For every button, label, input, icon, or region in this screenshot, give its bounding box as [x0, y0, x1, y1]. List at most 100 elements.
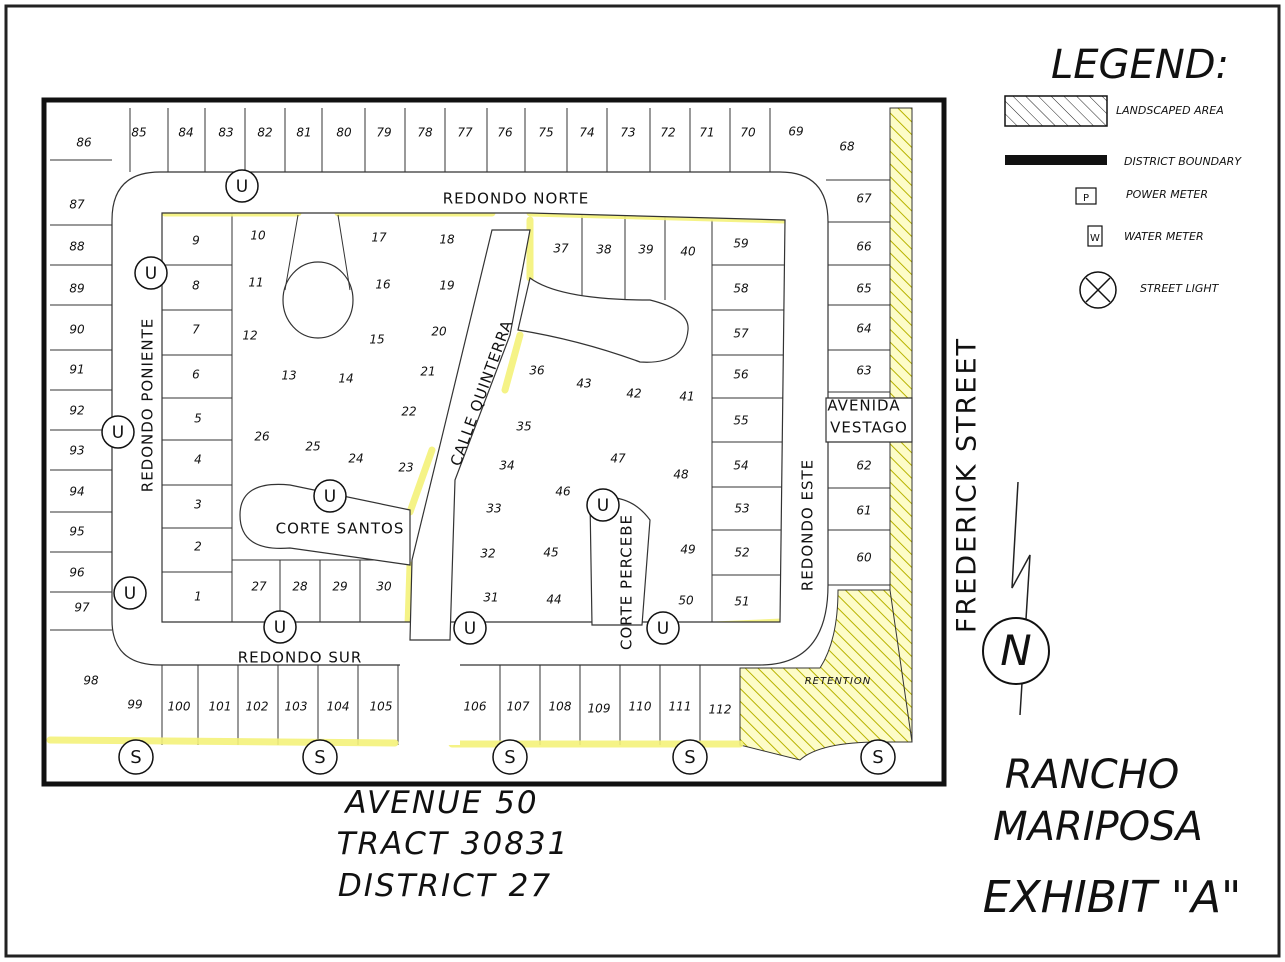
lot-number-10: 10: [250, 229, 266, 243]
street-redondo-este: REDONDO ESTE: [799, 459, 817, 591]
lot-number-64: 64: [856, 322, 871, 336]
utility-letter: U: [464, 619, 476, 639]
landscape-strip-east-north: [889, 107, 913, 399]
lot-number-13: 13: [281, 369, 296, 383]
north-circle: [982, 617, 1050, 685]
lot-number-37: 37: [553, 242, 569, 256]
lot-number-65: 65: [856, 282, 871, 296]
north-label: N: [1000, 626, 1031, 675]
lot-number-19: 19: [439, 279, 454, 293]
utility-symbol: U: [225, 169, 259, 203]
lot-number-92: 92: [69, 404, 84, 418]
title-line-1: RANCHO: [1005, 752, 1180, 798]
lot-number-46: 46: [555, 485, 571, 499]
lot-number-84: 84: [178, 126, 193, 140]
utility-symbol: U: [113, 576, 147, 610]
lot-number-27: 27: [251, 580, 267, 594]
lot-number-30: 30: [376, 580, 392, 594]
lot-number-88: 88: [69, 240, 85, 254]
utility-circle: [646, 611, 680, 645]
lot-number-25: 25: [305, 440, 320, 454]
lot-number-45: 45: [543, 546, 558, 560]
lot-number-63: 63: [856, 364, 871, 378]
lot-number-40: 40: [680, 245, 696, 259]
utility-circle: [586, 488, 620, 522]
utility-symbol: U: [263, 610, 297, 644]
north-loop-road: [517, 276, 689, 363]
south-gap: [400, 660, 460, 745]
lot-number-28: 28: [292, 580, 308, 594]
lot-number-29: 29: [332, 580, 347, 594]
title-line-3: EXHIBIT "A": [983, 872, 1242, 923]
lot-number-51: 51: [734, 595, 749, 609]
lot-number-6: 6: [192, 368, 200, 382]
lot-number-98: 98: [83, 674, 99, 688]
lot-number-58: 58: [733, 282, 749, 296]
lot-number-81: 81: [296, 126, 311, 140]
lot-number-85: 85: [131, 126, 146, 140]
lot-number-34: 34: [499, 459, 514, 473]
lot-number-109: 109: [588, 702, 611, 716]
utility-symbol: U: [101, 415, 135, 449]
street-corte-santos: CORTE SANTOS: [276, 520, 405, 538]
lot-number-90: 90: [69, 323, 85, 337]
legend-boundary-swatch: [1005, 155, 1107, 165]
retention-basin: [739, 589, 913, 761]
lot-number-4: 4: [194, 453, 202, 467]
highlight-11: [46, 736, 399, 747]
utility-letter: U: [124, 584, 136, 604]
lot-number-9: 9: [192, 234, 200, 248]
lot-number-22: 22: [401, 405, 416, 419]
utility-letter: U: [236, 177, 248, 197]
street-redondo-norte: REDONDO NORTE: [443, 190, 590, 208]
lot-number-12: 12: [242, 329, 257, 343]
lot-number-94: 94: [69, 485, 84, 499]
lot-number-60: 60: [856, 551, 872, 565]
title-line-2: MARIPOSA: [993, 804, 1203, 850]
lot-number-89: 89: [69, 282, 84, 296]
street-corte-percebe: CORTE PERCEBE: [618, 514, 636, 650]
lot-number-71: 71: [699, 126, 714, 140]
page-frame: [4, 4, 1281, 958]
lot-number-38: 38: [596, 243, 612, 257]
utility-circle: [101, 415, 135, 449]
calle-quinterra-road: [409, 229, 531, 641]
lot-number-44: 44: [546, 593, 561, 607]
utility-letter: U: [145, 264, 157, 284]
lot-number-11: 11: [248, 276, 263, 290]
street-vestago: VESTAGO: [830, 419, 908, 437]
legend-landscaped-swatch: [1004, 95, 1108, 127]
lot-number-23: 23: [398, 461, 413, 475]
legend-water-label: WATER METER: [1124, 230, 1204, 243]
lot-number-82: 82: [257, 126, 272, 140]
cul-de-sac-north: [282, 261, 354, 339]
lot-number-26: 26: [254, 430, 270, 444]
lot-number-33: 33: [486, 502, 501, 516]
streetlight-letter: S: [872, 747, 883, 768]
lot-number-49: 49: [680, 543, 695, 557]
utility-letter: U: [324, 487, 336, 507]
legend-title: LEGEND:: [1051, 42, 1229, 88]
lot-number-101: 101: [209, 700, 232, 714]
lot-number-41: 41: [679, 390, 694, 404]
legend-landscaped-label: LANDSCAPED AREA: [1116, 104, 1224, 117]
legend-boundary-label: DISTRICT BOUNDARY: [1124, 155, 1242, 168]
footer-district: DISTRICT 27: [338, 868, 552, 904]
footer-tract: TRACT 30831: [337, 826, 570, 862]
lot-number-47: 47: [610, 452, 626, 466]
footer-info: AVENUE 50 TRACT 30831 DISTRICT 27: [337, 785, 570, 904]
lot-number-52: 52: [734, 546, 749, 560]
lot-number-106: 106: [464, 700, 487, 714]
utility-symbol: U: [646, 611, 680, 645]
lot-number-61: 61: [856, 504, 871, 518]
lot-number-77: 77: [457, 126, 473, 140]
streetlight-symbol: S: [860, 739, 896, 775]
lot-number-24: 24: [348, 452, 363, 466]
utility-symbol: U: [586, 488, 620, 522]
streetlight-symbol: S: [492, 739, 528, 775]
lot-number-68: 68: [839, 140, 855, 154]
roads: [111, 171, 913, 745]
lot-number-32: 32: [480, 547, 495, 561]
lot-number-107: 107: [507, 700, 530, 714]
street-avenida: AVENIDA: [827, 397, 900, 415]
